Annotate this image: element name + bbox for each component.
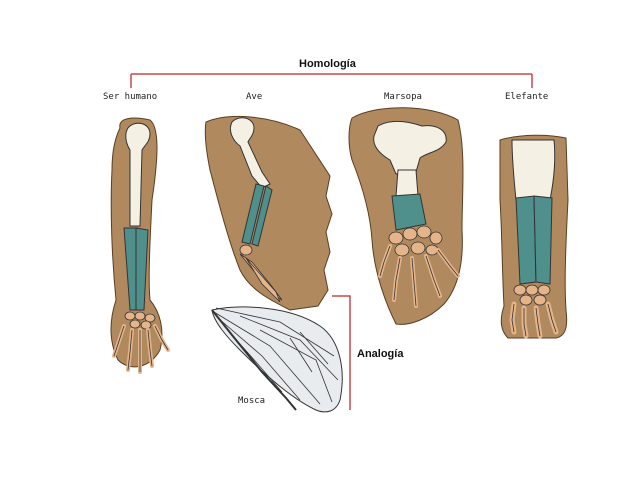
human-humerus — [125, 122, 151, 227]
porpoise-flipper — [348, 107, 464, 325]
analogy-bracket — [332, 295, 351, 410]
homology-title: Homología — [299, 58, 356, 70]
bird-humerus — [229, 117, 271, 189]
bird-wing — [204, 115, 333, 311]
fly-wing-veins — [213, 307, 339, 405]
label-bird: Ave — [246, 92, 263, 102]
elephant-ulna — [533, 195, 553, 285]
porpoise-radius-ulna — [391, 193, 427, 231]
porpoise-humerus — [373, 120, 447, 175]
label-fly: Mosca — [238, 396, 266, 406]
elephant-radius — [515, 195, 537, 285]
bird-hand — [239, 244, 283, 303]
human-arm — [110, 117, 170, 374]
label-human: Ser humano — [103, 92, 158, 102]
elephant-leg — [499, 134, 569, 339]
bird-ulna — [251, 185, 273, 247]
elephant-foot — [509, 284, 559, 339]
label-elephant: Elefante — [505, 92, 549, 102]
human-ulna — [135, 227, 149, 311]
fly-wing-membrane — [211, 306, 343, 413]
analogy-title: Analogía — [357, 348, 404, 360]
fly-wing — [211, 306, 343, 413]
elephant-humerus — [511, 139, 556, 201]
human-hand — [112, 311, 170, 374]
bird-radius — [241, 183, 265, 245]
bird-wing-tissue — [204, 115, 333, 311]
label-porpoise: Marsopa — [384, 92, 422, 102]
porpoise-hand — [378, 225, 460, 308]
homology-bracket — [130, 73, 533, 88]
